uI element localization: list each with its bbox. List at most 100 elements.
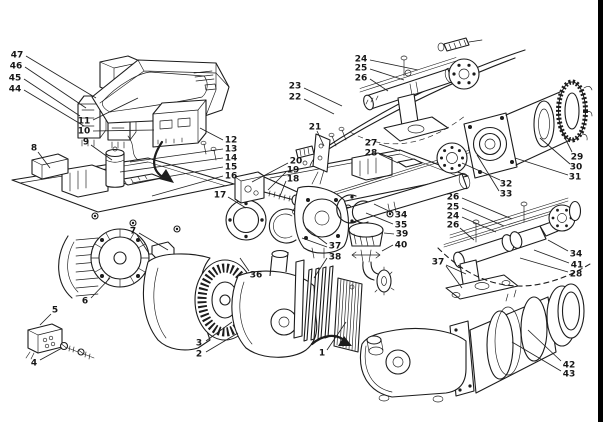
part-label-27: 27 — [365, 139, 378, 149]
part-label-11: 11 — [78, 117, 91, 127]
small-control-box — [31, 153, 69, 180]
leader-line-41 — [533, 249, 570, 264]
mounting-screws — [59, 341, 95, 360]
leader-line-28 — [519, 257, 569, 273]
part-label-45: 45 — [9, 74, 22, 84]
leader-line-37 — [445, 265, 463, 289]
part-label-20: 20 — [290, 157, 303, 167]
part-label-14: 14 — [225, 154, 238, 164]
part-label-41: 41 — [571, 261, 584, 271]
leader-line-37 — [305, 227, 328, 245]
leader-line-20 — [251, 162, 289, 183]
part-number-callouts: 4746454411109812131415161720191823222124… — [9, 51, 584, 380]
leader-line-40 — [381, 244, 394, 252]
burner-housing-center — [294, 185, 350, 259]
leader-line-26 — [459, 227, 475, 241]
part-label-3: 3 — [196, 339, 202, 349]
leader-line-45 — [23, 78, 81, 117]
part-label-25: 25 — [447, 203, 460, 213]
leader-line-5 — [39, 313, 52, 326]
part-label-46: 46 — [10, 62, 23, 72]
terminal-connector — [25, 323, 63, 360]
finned-grille — [333, 277, 363, 353]
leader-line-42 — [527, 329, 562, 362]
leader-line-14 — [119, 157, 224, 173]
flow-arrow-left — [153, 140, 174, 183]
part-label-31: 31 — [569, 173, 582, 183]
part-label-47: 47 — [11, 51, 24, 61]
part-label-9: 9 — [83, 138, 89, 148]
part-label-2: 2 — [196, 350, 202, 360]
leader-line-1 — [326, 321, 347, 351]
leader-line-13 — [129, 148, 224, 163]
part-label-24: 24 — [355, 55, 368, 65]
leader-line-43 — [511, 341, 562, 372]
part-label-24: 24 — [447, 212, 460, 222]
part-label-19: 19 — [287, 166, 300, 176]
nozzle-holder-elbow — [348, 222, 395, 296]
leader-line-16 — [151, 175, 224, 197]
leader-line-29 — [559, 127, 573, 153]
leader-line-26 — [461, 197, 513, 220]
part-label-34: 34 — [570, 250, 583, 260]
leader-line-37 — [445, 264, 467, 275]
leader-line-33 — [476, 154, 500, 192]
part-label-43: 43 — [563, 370, 576, 380]
part-label-17: 17 — [214, 191, 227, 201]
part-label-35: 35 — [395, 221, 408, 231]
leader-line-15 — [131, 166, 224, 184]
part-label-12: 12 — [225, 136, 238, 146]
blast-tube-assembly-lower — [360, 283, 585, 403]
motor — [58, 228, 169, 299]
leader-line-24 — [369, 59, 419, 71]
part-label-23: 23 — [289, 82, 302, 92]
leader-line-21 — [316, 130, 325, 147]
intake-ring-flange — [225, 199, 297, 244]
leader-line-17 — [227, 196, 247, 209]
part-label-37: 37 — [432, 258, 445, 268]
part-label-42: 42 — [563, 361, 576, 371]
leader-line-44 — [23, 89, 85, 127]
leader-line-24 — [461, 216, 497, 233]
leader-line-19 — [267, 171, 287, 191]
part-label-15: 15 — [225, 163, 238, 173]
part-label-30: 30 — [570, 163, 583, 173]
leader-line-26 — [369, 78, 389, 92]
part-label-32: 32 — [500, 180, 513, 190]
dashed-arc-top — [349, 115, 466, 145]
leader-line-30 — [539, 137, 571, 165]
leader-line-8 — [37, 151, 51, 169]
leader-line-34 — [373, 203, 394, 214]
nozzle-line-assembly-top — [359, 55, 480, 142]
leader-line-37 — [301, 237, 328, 248]
leader-line-32 — [461, 162, 501, 181]
part-label-4: 4 — [31, 359, 37, 369]
flow-arrow-center — [310, 334, 352, 346]
part-label-5: 5 — [52, 306, 58, 316]
part-label-40: 40 — [395, 241, 408, 251]
leader-line-4 — [39, 347, 63, 361]
part-label-26: 26 — [447, 221, 460, 231]
leader-line-3 — [205, 321, 233, 342]
part-label-18: 18 — [287, 175, 300, 185]
leader-line-39 — [383, 232, 395, 235]
leader-line-11 — [92, 97, 139, 121]
part-label-38: 38 — [329, 253, 342, 263]
part-label-39: 39 — [396, 230, 409, 240]
part-label-37: 37 — [329, 242, 342, 252]
part-label-44: 44 — [9, 85, 22, 95]
leader-line-6 — [90, 277, 111, 299]
part-label-10: 10 — [78, 127, 91, 137]
fan-inlet-cover — [142, 241, 211, 351]
part-label-26: 26 — [355, 74, 368, 84]
leader-line-35 — [365, 212, 394, 225]
leader-line-9 — [90, 144, 113, 161]
air-damper-slats — [293, 259, 334, 342]
leader-line-2 — [205, 332, 239, 353]
part-label-6: 6 — [82, 297, 88, 307]
leader-line-36 — [239, 257, 250, 272]
part-label-28: 28 — [365, 149, 378, 159]
leader-line-31 — [514, 157, 569, 176]
